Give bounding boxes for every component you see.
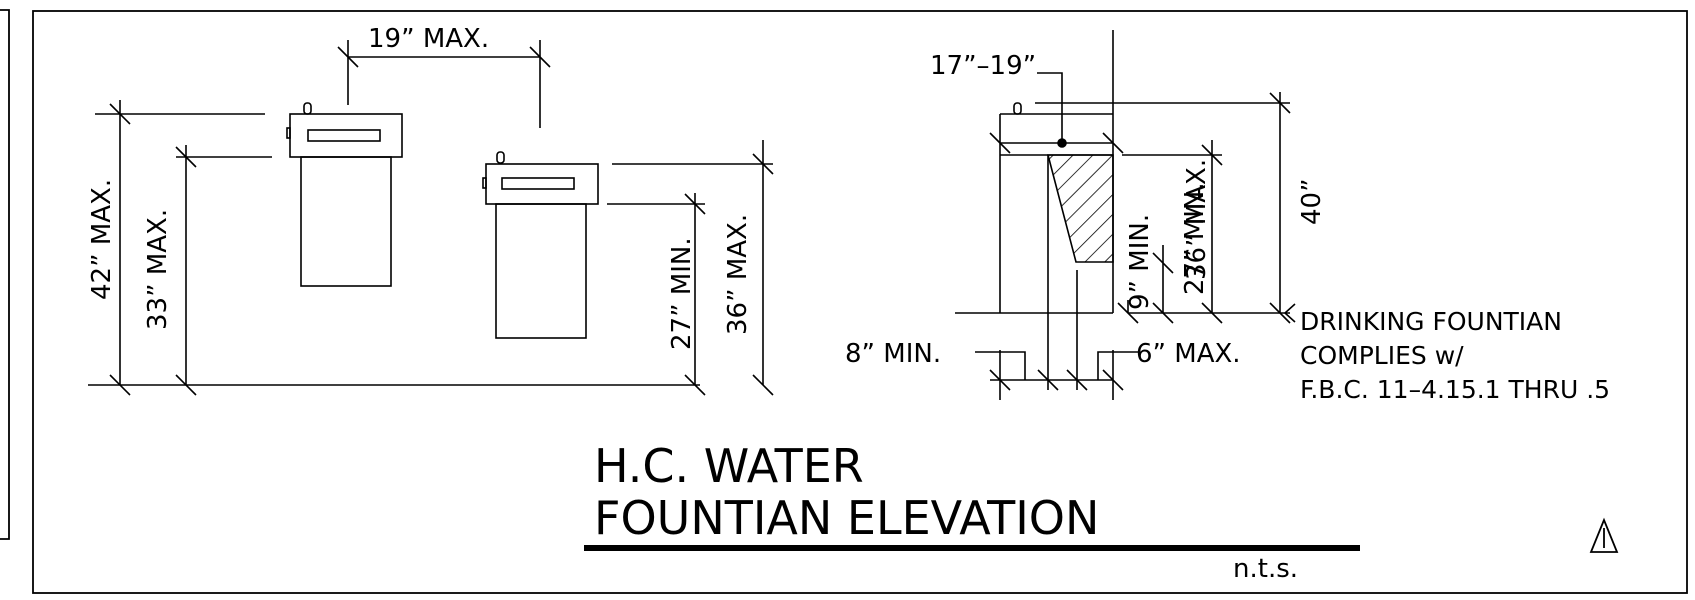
note-line-3: F.B.C. 11–4.15.1 THRU .5 [1300,375,1610,404]
dim-width-label: 19” MAX. [368,24,489,54]
dim-8-label: 8” MIN. [845,339,941,369]
dim-27-label: 27” MIN. [667,237,697,350]
compliance-note: DRINKING FOUNTIAN COMPLIES w/ F.B.C. 11–… [1300,307,1610,404]
dim-36-section-label: 36” MAX. [1182,159,1212,280]
low-fountain [482,151,599,339]
dim-42-label: 42” MAX. [87,179,117,300]
front-elevation [88,40,774,396]
revision-delta-icon [1589,517,1619,553]
note-line-2: COMPLIES w/ [1300,341,1464,370]
dim-40-label: 40” [1297,178,1327,225]
scale-note: n.t.s. [1233,554,1298,584]
sheet-borders [0,9,1688,594]
dim-9-section-label: 9” MIN. [1125,214,1155,310]
dim-27-section-label: 27” MIN. [1180,182,1210,295]
title-line-1: H.C. WATER [594,439,864,493]
title-block: H.C. WATER FOUNTIAN ELEVATION n.t.s. [584,439,1360,584]
front-elevation-labels: 19” MAX. 42” MAX. 33” MAX. 27” MIN. 36” … [87,24,753,350]
dim-6-label: 6” MAX. [1136,339,1241,369]
note-line-1: DRINKING FOUNTIAN [1300,307,1562,336]
side-section [955,30,1296,400]
side-section-labels: 17”–19” 36” MAX. 27” MIN. 9” MIN. 40” 8”… [845,51,1327,369]
high-fountain [286,102,403,287]
dim-33-label: 33” MAX. [143,209,173,330]
dim-36-label: 36” MAX. [723,214,753,335]
title-line-2: FOUNTIAN ELEVATION [594,491,1099,545]
dim-17-19-label: 17”–19” [930,51,1036,81]
